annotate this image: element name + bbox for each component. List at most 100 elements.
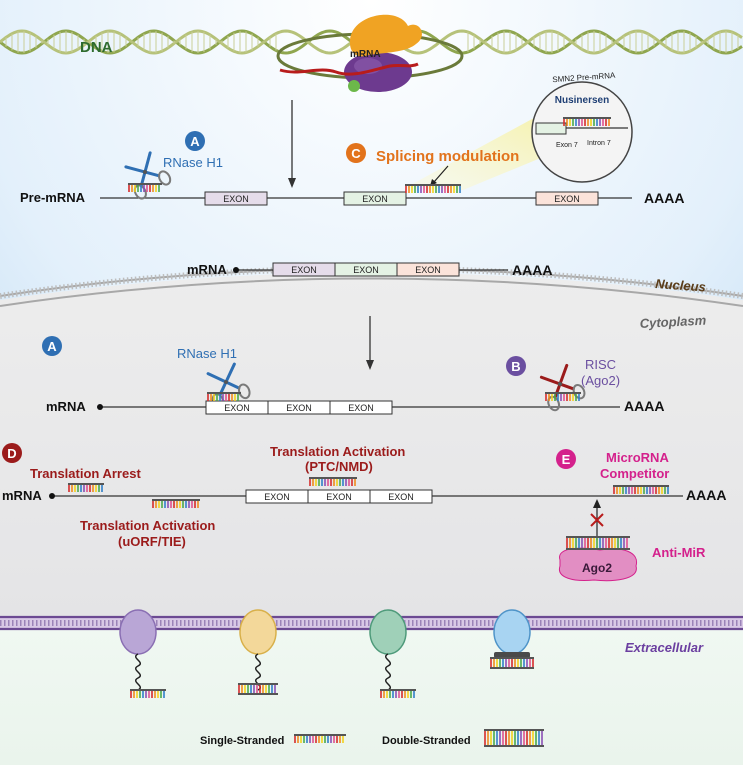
- zoom-exon7-box: [535, 122, 567, 135]
- badge-a-nucleus-letter: A: [190, 134, 200, 149]
- receptor-3: [369, 609, 407, 691]
- risc-label: RISC: [585, 357, 616, 372]
- cytoplasm-mrna-label-1: mRNA: [46, 399, 86, 414]
- receptor-4-ligand: [490, 657, 534, 669]
- mrna-small-label: mRNA: [350, 49, 381, 60]
- pre-mrna-exon-2: [343, 191, 407, 206]
- legend-single-stranded-label: Single-Stranded: [200, 735, 284, 747]
- splicing-modulation-label: Splicing modulation: [376, 148, 519, 165]
- intron7-label: Intron 7: [587, 140, 611, 147]
- receptor-4: [493, 609, 531, 658]
- competitor-label: Competitor: [600, 466, 669, 481]
- cyto2-exon-2-label: EXON: [326, 492, 352, 502]
- legend-double-stranded-label: Double-Stranded: [382, 735, 471, 747]
- extracellular-label: Extracellular: [625, 640, 704, 655]
- polymerase-subunit: [348, 80, 360, 92]
- block-x-icon: [590, 513, 604, 527]
- sirna-risc: [545, 392, 581, 401]
- receptor-3-ligand: [380, 689, 416, 698]
- smn2-zoom-inset: SMN2 Pre-mRNA Nusinersen Exon 7 Intron 7: [531, 71, 633, 183]
- pre-mrna-exon-2-label: EXON: [362, 194, 388, 204]
- aso-splicing: [405, 184, 461, 193]
- pre-mrna-exon-1: [204, 191, 268, 206]
- badge-a-cytoplasm-letter: A: [47, 339, 57, 354]
- dna-label: DNA: [80, 39, 113, 56]
- pre-mrna-label: Pre-mRNA: [20, 190, 86, 205]
- cytoplasm-label: Cytoplasm: [639, 313, 707, 331]
- badge-c-letter: C: [351, 146, 361, 161]
- aso-translation-activation-ptc: [309, 477, 357, 486]
- cytoplasm-region: [0, 272, 743, 625]
- receptor-1-ligand: [130, 689, 166, 698]
- nuclear-mrna-label: mRNA: [187, 262, 227, 277]
- badge-d: [2, 443, 22, 463]
- aso-nusinersen-zoom: [563, 117, 611, 126]
- pre-mrna-exon-1-label: EXON: [223, 194, 249, 204]
- badge-d-letter: D: [7, 446, 16, 461]
- uorf-tie-label: (uORF/TIE): [118, 534, 186, 549]
- cyto1-exon-3-label: EXON: [348, 403, 374, 413]
- badge-b-letter: B: [511, 359, 520, 374]
- rnase-h1-cytoplasm-label: RNase H1: [177, 346, 237, 361]
- cyto1-exon-1-label: EXON: [224, 403, 250, 413]
- badge-a-cytoplasm: [42, 336, 62, 356]
- badge-c: [346, 143, 366, 163]
- badge-e: [556, 449, 576, 469]
- extracellular-region: [0, 625, 743, 765]
- nucleus-label: Nucleus: [655, 276, 707, 294]
- aso-microrna-competitor: [613, 485, 669, 494]
- mrna-exon-2-label: EXON: [353, 265, 379, 275]
- pre-mrna-exon-3-label: EXON: [554, 194, 580, 204]
- mrna-exon-1-label: EXON: [291, 265, 317, 275]
- nuclear-envelope-inner: [0, 277, 743, 307]
- aso-translation-arrest: [68, 483, 104, 492]
- splicing-arrow: [433, 165, 449, 183]
- ago2-label: Ago2: [582, 561, 612, 575]
- translation-activation-uorf-label: Translation Activation: [80, 518, 215, 533]
- badge-e-letter: E: [562, 452, 571, 467]
- cyto2-exon-3: [369, 489, 433, 504]
- badge-b: [506, 356, 526, 376]
- transcription-factor: [349, 14, 422, 57]
- pre-mrna-polya: AAAA: [644, 190, 684, 206]
- pre-mrna-exon-3: [535, 191, 599, 206]
- nascent-mrna: [279, 62, 419, 76]
- cell-surface-receptors: [119, 609, 531, 691]
- cyto2-exon-1-label: EXON: [264, 492, 290, 502]
- scissors-icon: [124, 151, 172, 200]
- exon7-label: Exon 7: [556, 142, 578, 149]
- aso-rnase-nucleus: [128, 183, 162, 192]
- aso-translation-activation-uorf: [152, 499, 200, 508]
- ago2-risc-label: (Ago2): [581, 373, 620, 388]
- aso-rnase-cytoplasm: [207, 392, 241, 401]
- oligonucleotides: [68, 117, 669, 747]
- cytoplasm-mrna-polya-1: AAAA: [624, 398, 664, 414]
- anti-mir-duplex: [566, 536, 630, 550]
- badge-a-nucleus: [185, 131, 205, 151]
- translation-activation-ptc-label: Translation Activation: [270, 444, 405, 459]
- nusinersen-label: Nusinersen: [555, 95, 609, 106]
- nuclear-mrna-polya: AAAA: [512, 262, 552, 278]
- cyto1-exon-2-label: EXON: [286, 403, 312, 413]
- receptor-2-ligand: [238, 683, 278, 695]
- microrna-label: MicroRNA: [606, 450, 669, 465]
- cytoplasm-mrna-polya-2: AAAA: [686, 487, 726, 503]
- cyto1-exon-3: [329, 400, 393, 415]
- smn2-label: SMN2 Pre-mRNA: [552, 71, 616, 84]
- rnase-h1-nucleus-label: RNase H1: [163, 155, 223, 170]
- ptc-nmd-label: (PTC/NMD): [305, 459, 373, 474]
- cytoplasm-mrna-label-2: mRNA: [2, 488, 42, 503]
- cyto2-exon-3-label: EXON: [388, 492, 414, 502]
- translation-arrest-label: Translation Arrest: [30, 466, 141, 481]
- dna-helix: [0, 29, 743, 55]
- receptor-2: [239, 609, 277, 691]
- receptor-1: [119, 609, 157, 691]
- anti-mir-label: Anti-MiR: [652, 545, 706, 560]
- legend-single-stranded-swatch: [294, 734, 346, 743]
- legend-double-stranded-swatch: [484, 729, 544, 747]
- mrna-exon-3: [396, 262, 460, 277]
- scissors-icon: [539, 363, 586, 412]
- mrna-exon-3-label: EXON: [415, 265, 441, 275]
